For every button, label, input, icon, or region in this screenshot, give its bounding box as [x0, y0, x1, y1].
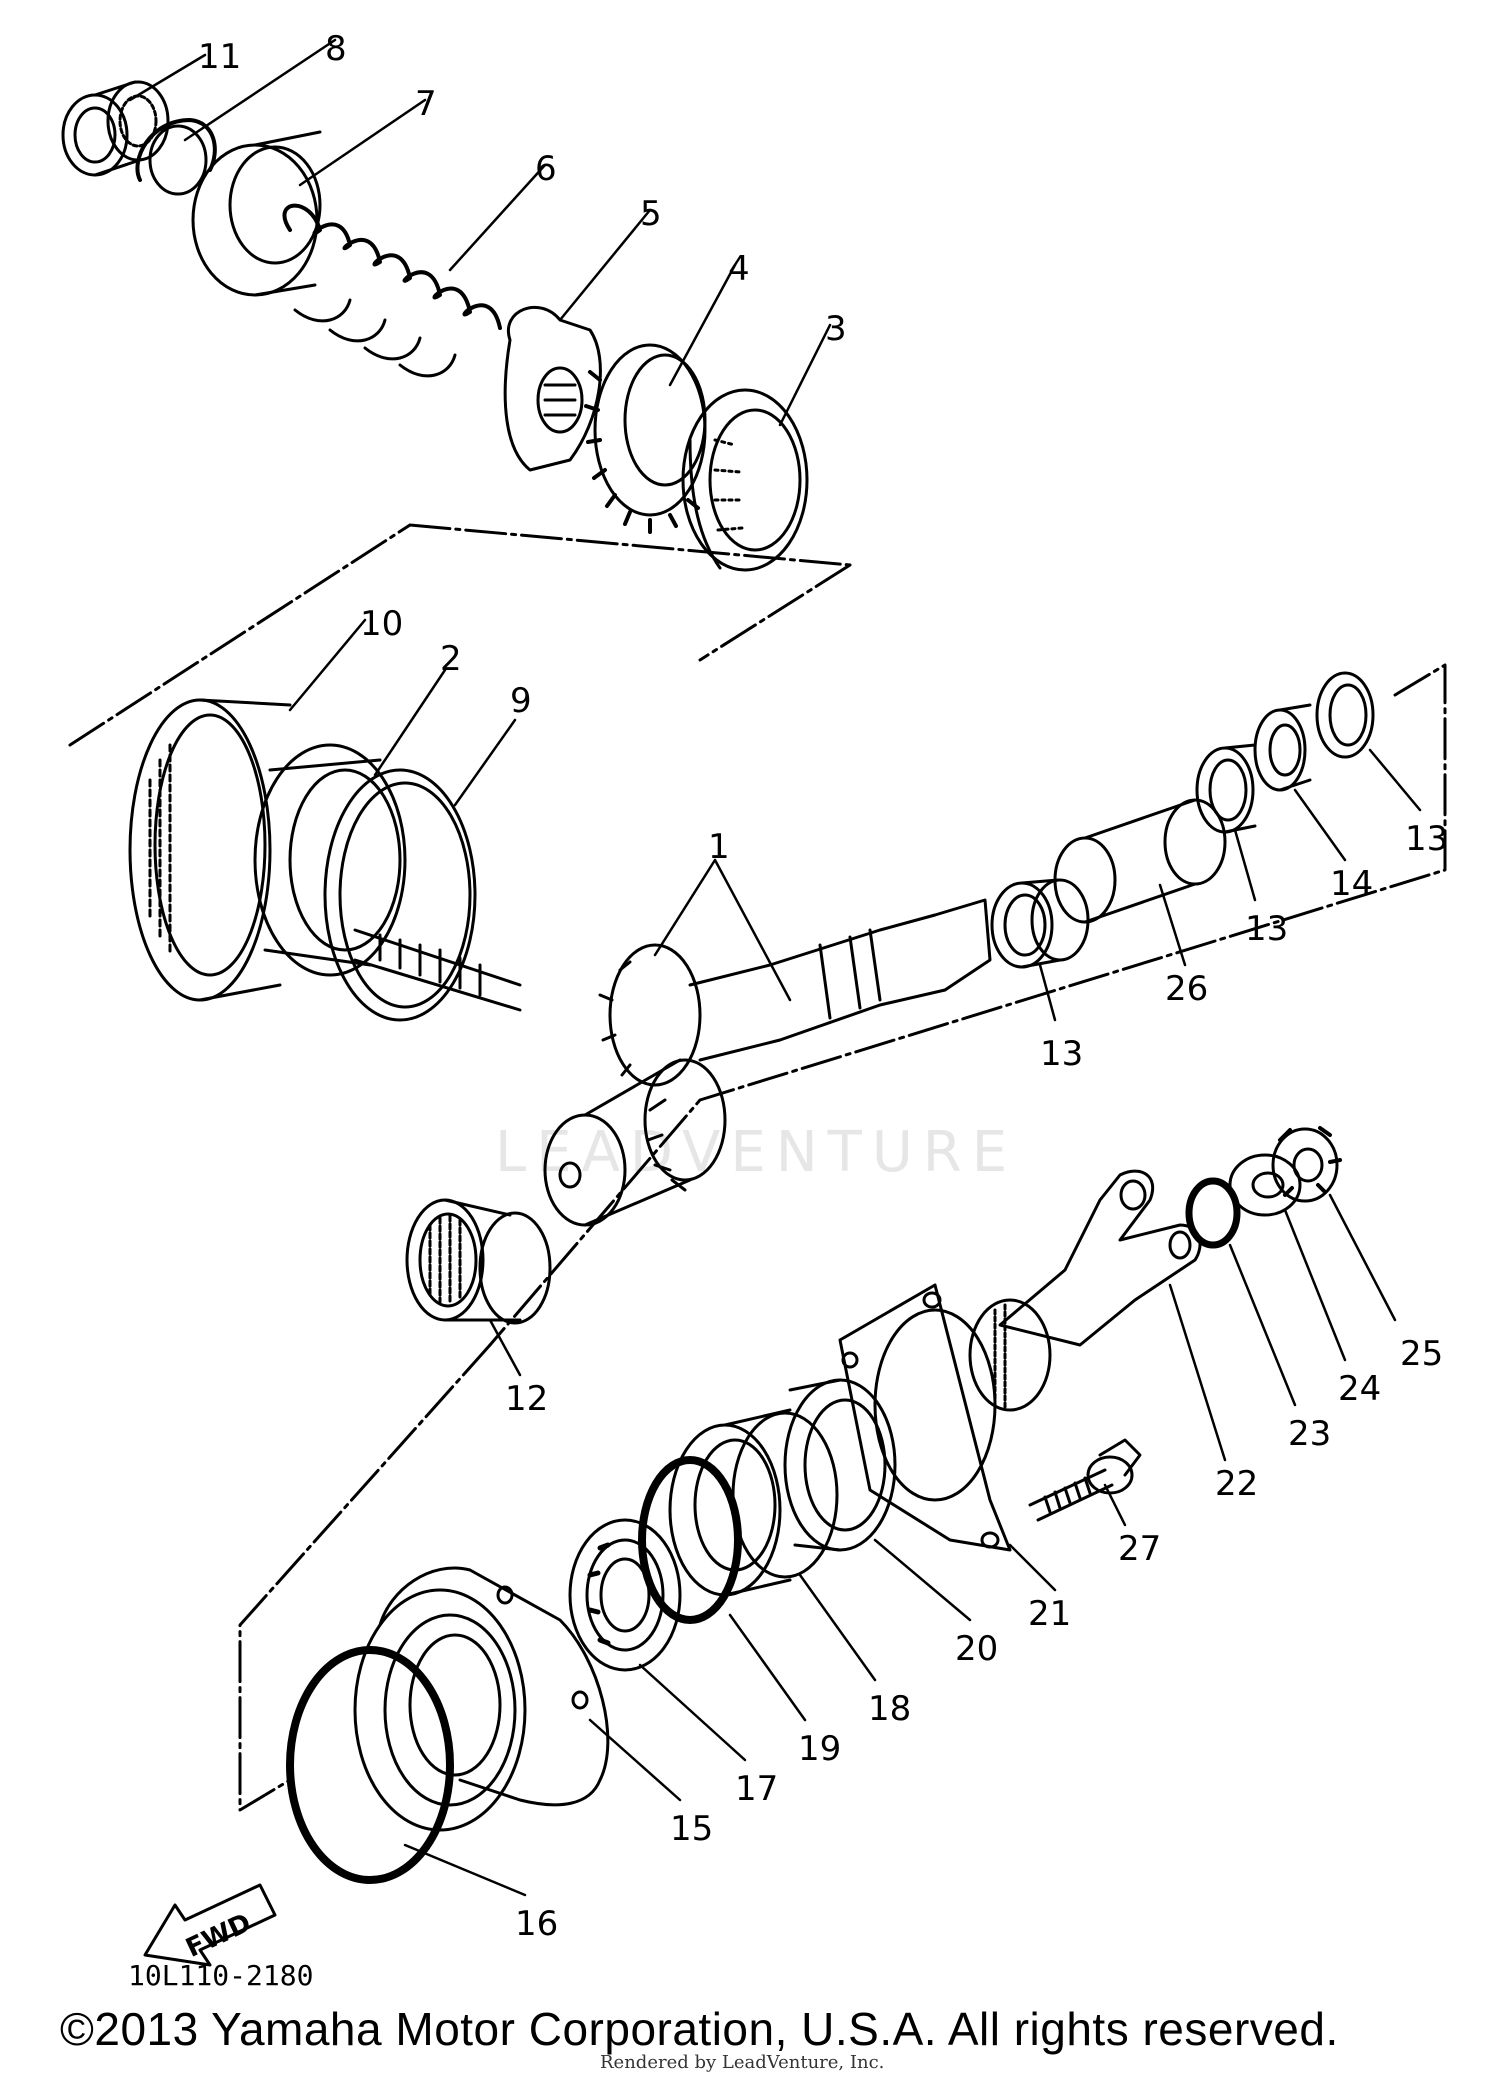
callout-10: 10	[360, 604, 403, 644]
part-25-nut	[1271, 1126, 1342, 1203]
part-2-bearing	[253, 743, 407, 977]
part-13-oil-seal-left	[990, 878, 1090, 969]
part-10-gear-housing	[128, 698, 292, 1002]
callout-26: 26	[1165, 969, 1208, 1009]
part-12-needle-bearing	[405, 1198, 552, 1325]
part-3-ring-nut	[681, 388, 809, 572]
callout-22: 22	[1215, 1464, 1258, 1504]
assembly-bracket-bottom	[238, 1343, 492, 1812]
callout-4: 4	[728, 249, 750, 289]
callout-6: 6	[535, 149, 557, 189]
part-19-circlip	[638, 1456, 742, 1624]
callout-11: 11	[198, 37, 241, 77]
callout-21: 21	[1028, 1594, 1071, 1634]
part-8-circlip	[135, 118, 217, 196]
fwd-arrow: FWD	[143, 1883, 277, 1967]
callout-1: 1	[708, 827, 730, 867]
part-23-o-ring	[1185, 1177, 1241, 1249]
callout-14: 14	[1330, 864, 1373, 904]
part-1-pinion-gear-shaft	[353, 898, 992, 1227]
callout-20: 20	[955, 1629, 998, 1669]
callout-5: 5	[640, 194, 662, 234]
part-13-oil-seal-right	[1315, 671, 1375, 759]
part-5-cam	[503, 305, 602, 472]
callout-3: 3	[825, 309, 847, 349]
part-14-bearing	[1253, 703, 1312, 792]
callout-24: 24	[1338, 1369, 1381, 1409]
part-27-bolt	[1028, 1438, 1142, 1522]
assembly-bracket-top	[68, 523, 852, 747]
callout-15: 15	[670, 1809, 713, 1849]
copyright-notice: ©2013 Yamaha Motor Corporation, U.S.A. A…	[60, 2003, 1339, 2055]
part-16-o-ring	[286, 1646, 454, 1884]
callout-27: 27	[1118, 1529, 1161, 1569]
callout-7: 7	[415, 84, 437, 124]
callout-2: 2	[440, 639, 462, 679]
callout-13-middle: 13	[1245, 909, 1288, 949]
callout-16: 16	[515, 1904, 558, 1944]
callout-13-right: 13	[1405, 819, 1448, 859]
part-7-spring-seat	[191, 130, 322, 297]
part-6-spring	[282, 203, 502, 378]
diagram-code: 10L110-2180	[128, 1959, 313, 1992]
part-4-gear	[584, 343, 707, 534]
part-17-bearing	[568, 1518, 682, 1672]
rendered-by-notice: Rendered by LeadVenture, Inc.	[600, 2052, 885, 2073]
callout-13-left: 13	[1040, 1034, 1083, 1074]
leader-lines	[128, 38, 1422, 1897]
part-11-needle-bearing	[61, 80, 170, 177]
callout-8: 8	[325, 29, 347, 69]
part-13-oil-seal-middle	[1195, 743, 1257, 834]
callout-17: 17	[735, 1769, 778, 1809]
callout-19: 19	[798, 1729, 841, 1769]
part-26-collar	[1053, 798, 1227, 924]
callout-9: 9	[510, 681, 532, 721]
part-22-universal-joint-yoke	[968, 1169, 1202, 1412]
callout-25: 25	[1400, 1334, 1443, 1374]
callout-18: 18	[868, 1689, 911, 1729]
callout-12: 12	[505, 1379, 548, 1419]
callout-labels: 11 8 7 6 5 4 3 10 2 9 1 13 13 14 13 26 1…	[198, 29, 1448, 1944]
callout-23: 23	[1288, 1414, 1331, 1454]
part-21-gasket	[838, 1283, 1012, 1552]
assembly-bracket-middle	[488, 663, 1447, 1347]
part-20-oil-seal	[783, 1378, 897, 1552]
part-9-shim	[323, 768, 477, 1022]
part-24-washer	[1228, 1153, 1302, 1217]
